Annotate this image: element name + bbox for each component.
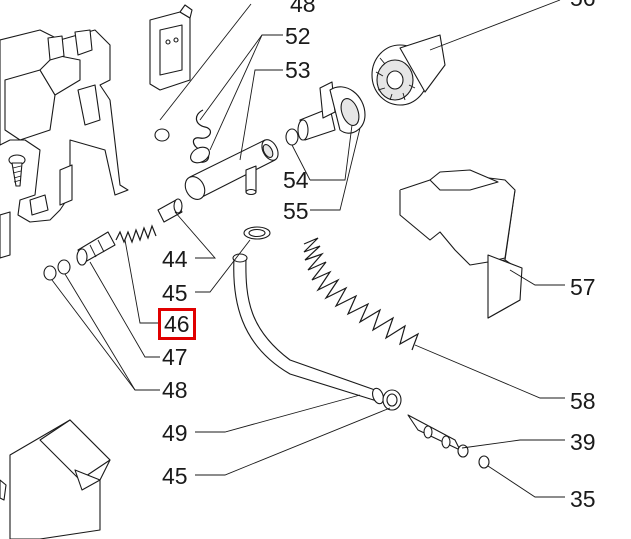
callout-57[interactable]: 57 <box>570 274 596 300</box>
o-rings-48 <box>43 259 71 281</box>
callout-39[interactable]: 39 <box>570 429 596 455</box>
o-ring <box>154 128 170 142</box>
callout-58[interactable]: 58 <box>570 388 596 414</box>
callout-48-top[interactable]: 48 <box>290 0 316 17</box>
left-housing-assembly <box>0 29 129 259</box>
t-pipe-fitting <box>184 139 279 200</box>
callout-52[interactable]: 52 <box>285 23 311 49</box>
spring-44 <box>115 224 157 244</box>
o-ring-35 <box>478 455 490 469</box>
bottom-plate <box>0 419 111 539</box>
callout-44[interactable]: 44 <box>162 246 188 272</box>
long-spring <box>303 237 420 351</box>
callout-35[interactable]: 35 <box>570 486 596 512</box>
valve-stem <box>407 414 469 458</box>
o-ring-54 <box>285 128 299 146</box>
callout-53[interactable]: 53 <box>285 57 311 83</box>
hose-clamp-bottom <box>382 389 402 411</box>
callout-49[interactable]: 49 <box>162 420 188 446</box>
valve-pin-44 <box>157 198 183 223</box>
callout-47[interactable]: 47 <box>162 344 188 370</box>
callout-54[interactable]: 54 <box>283 167 309 193</box>
rotary-knob <box>371 34 446 106</box>
switch-bracket <box>149 4 193 91</box>
valve-body <box>285 81 366 146</box>
callout-48[interactable]: 48 <box>162 377 188 403</box>
callout-55[interactable]: 55 <box>283 198 309 224</box>
mounting-bracket <box>399 169 523 319</box>
callout-56[interactable]: 56 <box>570 0 596 10</box>
leader-lines <box>51 0 565 498</box>
valve-pin-47 <box>76 231 116 266</box>
hose-clamp-top <box>243 226 271 240</box>
callout-45-mid[interactable]: 45 <box>162 280 188 306</box>
hose <box>232 253 384 405</box>
callout-45-bottom[interactable]: 45 <box>162 463 188 489</box>
callout-46-selected[interactable]: 46 <box>158 308 196 340</box>
screw <box>8 154 26 187</box>
